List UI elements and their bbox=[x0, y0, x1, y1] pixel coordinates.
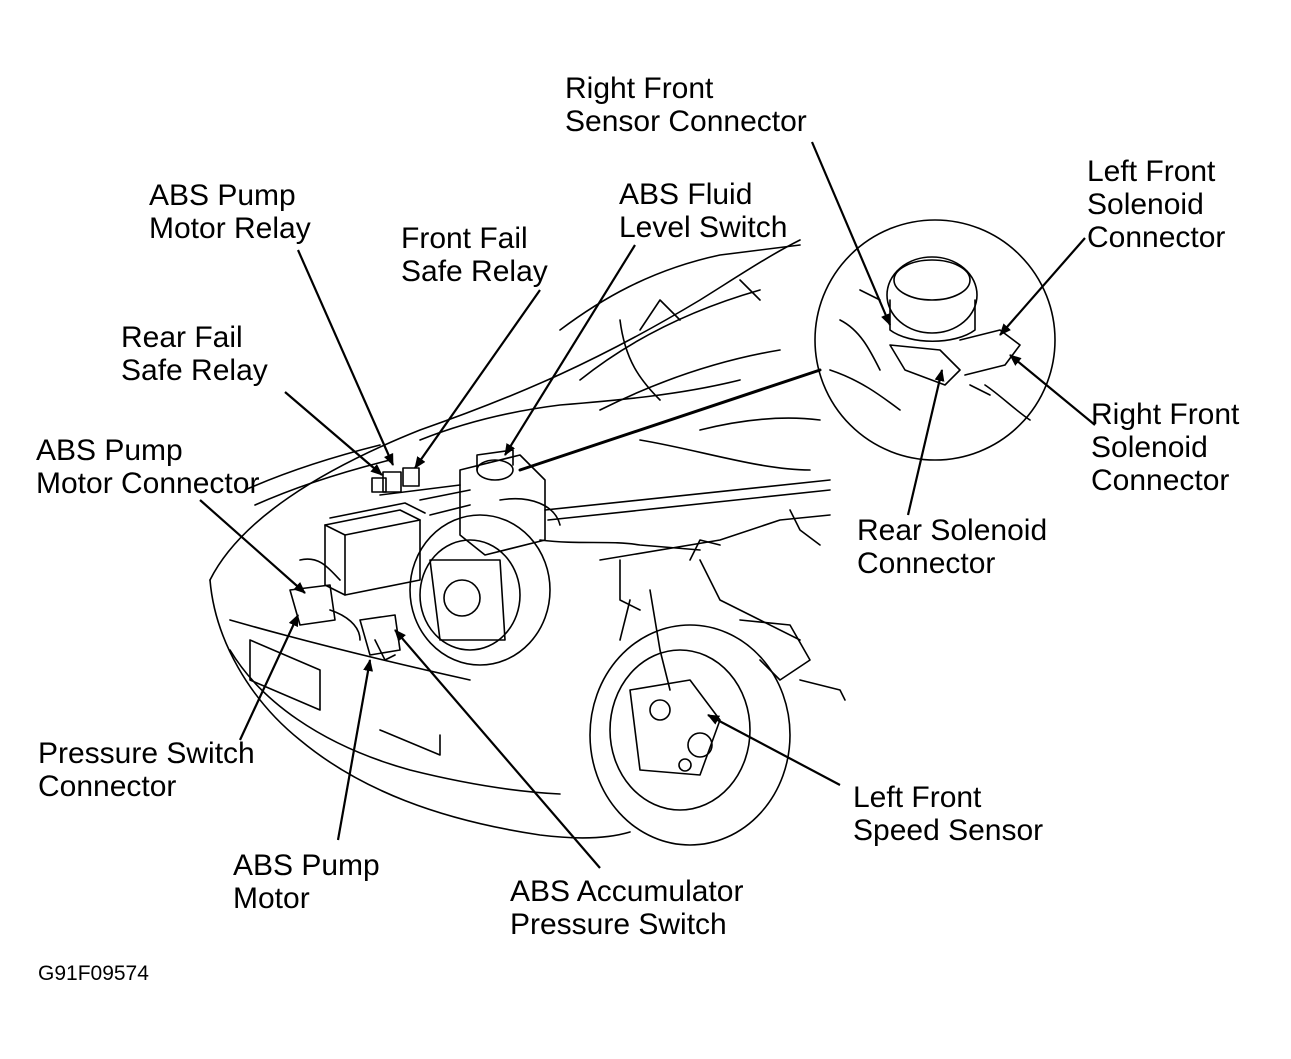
label-line: Left Front bbox=[1087, 155, 1216, 188]
arrow-rear-solenoid bbox=[906, 369, 945, 516]
arrow-abs-pump-motor bbox=[336, 659, 373, 841]
label-line: ABS Pump bbox=[36, 434, 183, 467]
label-line: Right Front bbox=[565, 72, 714, 105]
label-line: Motor Connector bbox=[36, 467, 260, 500]
abs-modulator-assembly bbox=[289, 449, 561, 661]
label-line: Left Front bbox=[853, 781, 982, 814]
label-line: Speed Sensor bbox=[853, 814, 1044, 847]
label-abs-pump-motor-relay: ABS Pump Motor Relay bbox=[149, 179, 311, 245]
arrow-pressure-switch-connector bbox=[239, 614, 299, 741]
label-line: Motor Relay bbox=[149, 212, 311, 245]
car-body-outline bbox=[209, 239, 821, 839]
label-line: ABS Pump bbox=[149, 179, 296, 212]
arrow-abs-pump-motor-connector bbox=[199, 499, 306, 594]
label-abs-pump-motor-connector: ABS Pump Motor Connector bbox=[36, 434, 259, 500]
arrow-left-front-speed-sensor bbox=[707, 714, 841, 786]
label-line: Sensor Connector bbox=[565, 105, 807, 138]
label-right-front-solenoid-connector: Right Front Solenoid Connector bbox=[1091, 398, 1239, 497]
label-line: Safe Relay bbox=[121, 354, 268, 387]
label-left-front-solenoid-connector: Left Front Solenoid Connector bbox=[1087, 155, 1225, 254]
label-line: Solenoid bbox=[1091, 431, 1208, 464]
label-line: Connector bbox=[1091, 464, 1230, 497]
leader-arrows bbox=[199, 141, 1096, 869]
label-line: Motor bbox=[233, 882, 310, 915]
arrow-left-front-solenoid bbox=[999, 237, 1086, 336]
label-line: Solenoid bbox=[1087, 188, 1204, 221]
label-rear-fail-safe-relay: Rear Fail Safe Relay bbox=[121, 321, 268, 387]
left-front-wheel bbox=[589, 624, 791, 846]
label-pressure-switch-connector: Pressure Switch Connector bbox=[38, 737, 255, 803]
arrow-abs-pump-motor-relay bbox=[296, 249, 395, 466]
label-line: Safe Relay bbox=[401, 255, 548, 288]
label-left-front-speed-sensor: Left Front Speed Sensor bbox=[853, 781, 1043, 847]
label-abs-accumulator-pressure-switch: ABS Accumulator Pressure Switch bbox=[510, 875, 743, 941]
label-right-front-sensor-connector: Right Front Sensor Connector bbox=[565, 72, 807, 138]
label-line: Pressure Switch bbox=[510, 908, 727, 941]
label-line: ABS Accumulator bbox=[510, 875, 744, 908]
label-line: Pressure Switch bbox=[38, 737, 255, 770]
inset-leader-line bbox=[518, 368, 822, 472]
label-line: Level Switch bbox=[619, 211, 788, 244]
label-abs-fluid-level-switch: ABS Fluid Level Switch bbox=[619, 178, 787, 244]
arrow-right-front-solenoid bbox=[1009, 354, 1096, 426]
label-line: Connector bbox=[1087, 221, 1226, 254]
label-line: ABS Fluid bbox=[619, 178, 753, 211]
label-rear-solenoid-connector: Rear Solenoid Connector bbox=[857, 514, 1047, 580]
label-line: Right Front bbox=[1091, 398, 1240, 431]
arrow-right-front-sensor bbox=[810, 141, 892, 326]
label-line: Connector bbox=[857, 547, 996, 580]
label-abs-pump-motor: ABS Pump Motor bbox=[233, 849, 380, 915]
battery bbox=[324, 502, 426, 596]
arrow-front-fail-safe-relay bbox=[414, 289, 541, 469]
figure-id: G91F09574 bbox=[38, 962, 149, 985]
label-line: Rear Fail bbox=[121, 321, 243, 354]
label-line: ABS Pump bbox=[233, 849, 380, 882]
label-line: Connector bbox=[38, 770, 177, 803]
front-right-tire bbox=[409, 514, 551, 666]
arrow-rear-fail-safe-relay bbox=[284, 391, 383, 476]
label-line: Rear Solenoid bbox=[857, 514, 1048, 547]
label-line: Front Fail bbox=[401, 222, 528, 255]
arrow-abs-accumulator-pressure-switch bbox=[394, 629, 601, 869]
label-front-fail-safe-relay: Front Fail Safe Relay bbox=[401, 222, 548, 288]
arrow-abs-fluid-level-switch bbox=[504, 244, 636, 456]
relay-cluster bbox=[371, 467, 461, 496]
inset-detail-circle bbox=[814, 219, 1056, 461]
brake-lines-frame bbox=[539, 479, 846, 701]
